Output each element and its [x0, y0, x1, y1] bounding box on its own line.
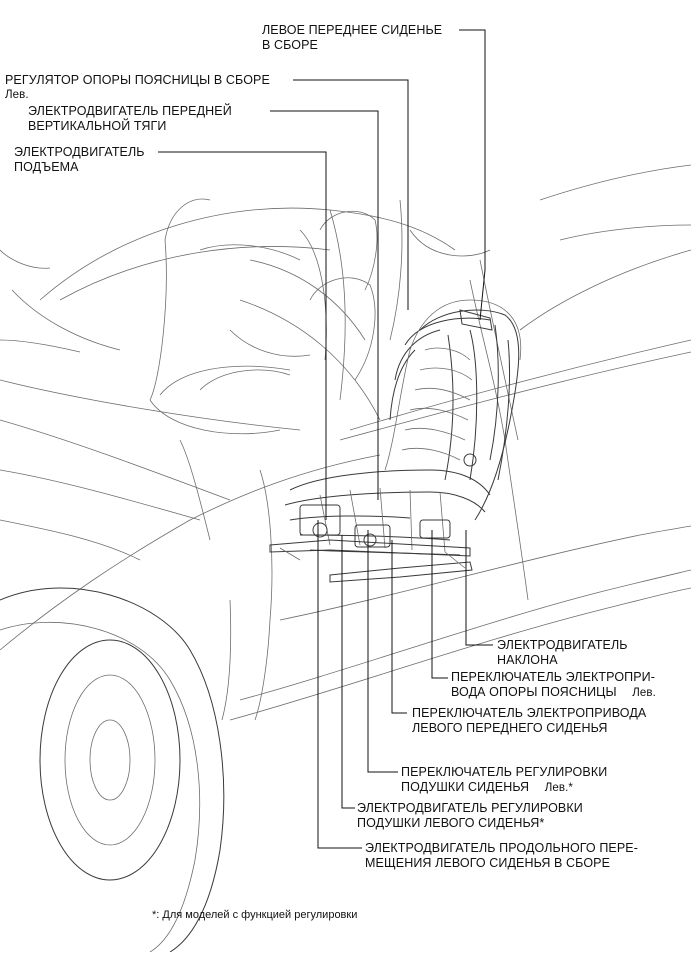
label-lumbar-switch: ПЕРЕКЛЮЧАТЕЛЬ ЭЛЕКТРОПРИ- ВОДА ОПОРЫ ПОЯ… — [451, 670, 656, 701]
front-seat-assembly — [269, 299, 522, 583]
label-lumbar-switch-line2: ВОДА ОПОРЫ ПОЯСНИЦЫ — [451, 685, 617, 699]
label-front-vertical-motor: ЭЛЕКТРОДВИГАТЕЛЬ ПЕРЕДНЕЙ ВЕРТИКАЛЬНОЙ Т… — [28, 104, 232, 134]
label-cushion-switch-line1: ПЕРЕКЛЮЧАТЕЛЬ РЕГУЛИРОВКИ — [401, 765, 608, 779]
label-recline-motor: ЭЛЕКТРОДВИГАТЕЛЬ НАКЛОНА — [497, 638, 628, 668]
rear-seat-outline — [199, 211, 378, 391]
car-body-outline — [0, 164, 691, 953]
label-lumbar-switch-side: Лев. — [632, 687, 656, 699]
label-cushion-motor: ЭЛЕКТРОДВИГАТЕЛЬ РЕГУЛИРОВКИ ПОДУШКИ ЛЕВ… — [357, 801, 583, 831]
label-lifter-motor: ЭЛЕКТРОДВИГАТЕЛЬ ПОДЪЕМА — [14, 145, 145, 175]
label-recline-motor-line2: НАКЛОНА — [497, 653, 558, 667]
label-slide-motor-line1: ЭЛЕКТРОДВИГАТЕЛЬ ПРОДОЛЬНОГО ПЕРЕ- — [365, 841, 638, 855]
label-front-seat-switch-line2: ЛЕВОГО ПЕРЕДНЕГО СИДЕНЬЯ — [412, 721, 608, 735]
label-recline-motor-line1: ЭЛЕКТРОДВИГАТЕЛЬ — [497, 638, 628, 652]
label-front-seat-switch: ПЕРЕКЛЮЧАТЕЛЬ ЭЛЕКТРОПРИВОДА ЛЕВОГО ПЕРЕ… — [412, 706, 646, 736]
label-seat-assy: ЛЕВОЕ ПЕРЕДНЕЕ СИДЕНЬЕ В СБОРЕ — [262, 23, 442, 53]
label-front-seat-switch-line1: ПЕРЕКЛЮЧАТЕЛЬ ЭЛЕКТРОПРИВОДА — [412, 706, 647, 720]
footnote: *: Для моделей с функцией регулировки — [152, 909, 358, 921]
label-front-vertical-motor-line2: ВЕРТИКАЛЬНОЙ ТЯГИ — [28, 119, 167, 133]
label-lifter-motor-line1: ЭЛЕКТРОДВИГАТЕЛЬ — [14, 145, 145, 159]
label-cushion-switch-side: Лев.* — [544, 782, 573, 794]
label-slide-motor: ЭЛЕКТРОДВИГАТЕЛЬ ПРОДОЛЬНОГО ПЕРЕ- МЕЩЕН… — [365, 841, 638, 871]
leader-lines — [158, 29, 493, 849]
label-cushion-switch-line2: ПОДУШКИ СИДЕНЬЯ — [401, 780, 530, 794]
label-cushion-motor-line2: ПОДУШКИ ЛЕВОГО СИДЕНЬЯ* — [357, 816, 545, 830]
label-lumbar-switch-line1: ПЕРЕКЛЮЧАТЕЛЬ ЭЛЕКТРОПРИ- — [451, 670, 656, 684]
label-front-vertical-motor-line1: ЭЛЕКТРОДВИГАТЕЛЬ ПЕРЕДНЕЙ — [28, 104, 232, 118]
label-seat-assy-line1: ЛЕВОЕ ПЕРЕДНЕЕ СИДЕНЬЕ — [262, 23, 443, 37]
label-lumbar-assy-side: Лев. — [5, 89, 29, 101]
label-seat-assy-line2: В СБОРЕ — [262, 38, 318, 52]
label-lumbar-assy-line1: РЕГУЛЯТОР ОПОРЫ ПОЯСНИЦЫ В СБОРЕ — [5, 73, 270, 87]
label-cushion-switch: ПЕРЕКЛЮЧАТЕЛЬ РЕГУЛИРОВКИ ПОДУШКИ СИДЕНЬ… — [401, 765, 607, 796]
label-lumbar-assy: РЕГУЛЯТОР ОПОРЫ ПОЯСНИЦЫ В СБОРЕ Лев. — [5, 73, 270, 103]
label-slide-motor-line2: МЕЩЕНИЯ ЛЕВОГО СИДЕНЬЯ В СБОРЕ — [365, 856, 611, 870]
label-lifter-motor-line2: ПОДЪЕМА — [14, 160, 79, 174]
label-cushion-motor-line1: ЭЛЕКТРОДВИГАТЕЛЬ РЕГУЛИРОВКИ — [357, 801, 583, 815]
